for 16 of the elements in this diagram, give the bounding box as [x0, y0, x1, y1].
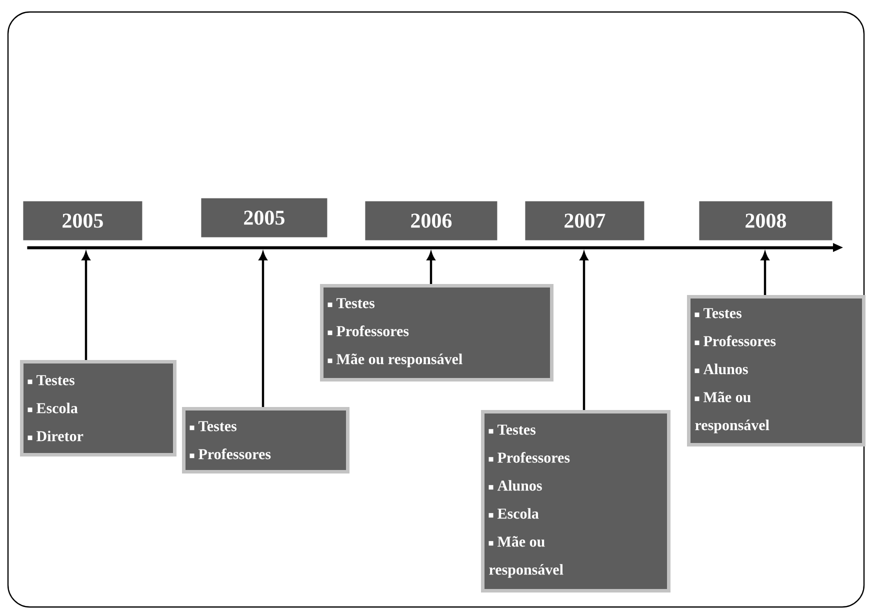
arrow [580, 252, 588, 410]
list-box: Testes Escola Diretor [20, 360, 176, 456]
list-box: Testes Professores Mãe ou responsável [320, 284, 554, 382]
year-box: 2005 [201, 198, 328, 238]
arrow [259, 252, 267, 407]
year-box: 2006 [365, 201, 498, 240]
arrow [82, 252, 90, 360]
arrow [427, 252, 435, 284]
year-box: 2008 [699, 201, 832, 240]
arrow [761, 252, 769, 295]
timeline-axis [27, 243, 843, 252]
list-box: Testes Professores [182, 407, 350, 474]
year-box: 2005 [23, 201, 142, 240]
list-box: Testes Professores Alunos Escola Mãe ou responsável [481, 410, 670, 592]
list-box: Testes Professores Alunos Mãe ou responsável [687, 295, 866, 446]
year-box: 2007 [525, 201, 644, 240]
